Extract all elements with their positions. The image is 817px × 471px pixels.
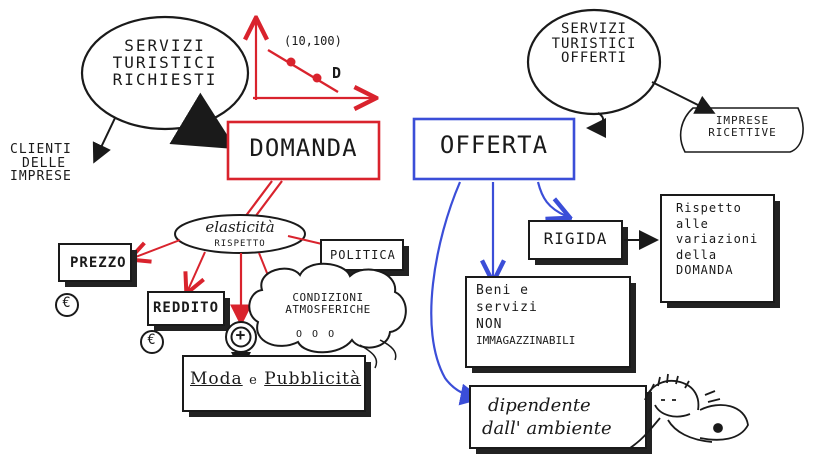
- demand-cloud-shape: [80, 15, 250, 164]
- rigid-note-line-2: alle: [676, 216, 709, 231]
- rigid-note-line-4: della: [676, 247, 718, 262]
- plus-symbol: +: [235, 325, 247, 344]
- goods-box: [465, 276, 636, 373]
- fashion-word-moda: Moda: [190, 369, 243, 389]
- rigid-note-line-1: Rispetto: [676, 201, 742, 215]
- weather-text: CONDIZIONI ATMOSFERICHE: [262, 292, 394, 315]
- rigid-note-line-3: variazioni: [676, 232, 759, 247]
- graph-point-label: (10,100): [284, 34, 342, 48]
- supply-cloud-line-3: OFFERTI: [560, 50, 627, 67]
- environment-line-1: dipendente: [488, 395, 591, 416]
- fashion-word-e: e: [249, 373, 258, 388]
- prezzo-label: PREZZO: [70, 255, 127, 271]
- rigida-label: RIGIDA: [543, 229, 608, 248]
- demand-cloud-line-1: SERVIZI: [124, 36, 206, 55]
- goods-text: Beni e servizi NON IMMAGAZZINABILI: [476, 283, 575, 348]
- supply-cloud-text: SERVIZI TURISTICI OFFERTI: [538, 22, 650, 66]
- imprese-line-2: RICETTIVE: [708, 125, 777, 139]
- goods-line-3: NON: [476, 316, 503, 332]
- reddito-box: [147, 291, 230, 331]
- clients-text: CLIENTI DELLE IMPRESE: [10, 143, 72, 184]
- demand-cloud-line-3: RICHIESTI: [112, 69, 218, 89]
- reddito-euro-symbol: €: [147, 332, 157, 348]
- prezzo-euro-symbol: €: [62, 295, 72, 311]
- graph-curve-label: D: [332, 64, 343, 82]
- goods-line-4: IMMAGAZZINABILI: [476, 333, 576, 347]
- sleeping-figure-doodle: [629, 373, 749, 449]
- domanda-box: [226, 120, 381, 181]
- elasticity-sub-label: RISPETTO: [214, 239, 266, 249]
- fashion-word-pubblicita: Pubblicità: [264, 369, 362, 389]
- rigid-note-line-5: DOMANDA: [676, 263, 734, 278]
- environment-line-2: dall' ambiente: [482, 418, 612, 440]
- environment-box: [469, 385, 652, 454]
- fashion-box: [182, 355, 371, 417]
- graph-point-2: [312, 73, 322, 83]
- politica-label: POLITICA: [330, 248, 396, 262]
- weather-dots: o o o: [296, 329, 337, 340]
- goods-line-1: Beni e: [476, 283, 529, 298]
- plus-badge: [225, 321, 257, 353]
- weather-cloud: [248, 262, 407, 369]
- demand-cloud-text: SERVIZI TURISTICI RICHIESTI: [100, 36, 230, 89]
- rigid-note-text: Rispetto alle variazioni della DOMANDA: [676, 201, 758, 279]
- demand-cloud-line-2: TURISTICI: [112, 52, 218, 72]
- reddito-label: REDDITO: [153, 300, 220, 316]
- rigida-box: [528, 220, 628, 265]
- clients-line-3: IMPRESE: [10, 169, 72, 185]
- weather-line-2: ATMOSFERICHE: [285, 302, 371, 316]
- imprese-line-1: IMPRESE: [715, 114, 770, 127]
- domanda-title: DOMANDA: [249, 134, 358, 162]
- imprese-ricettive-text: IMPRESE RICETTIVE: [690, 115, 795, 138]
- fashion-text: Moda e Pubblicità: [190, 369, 362, 389]
- clients-line-1: CLIENTI: [10, 142, 72, 157]
- offerta-title: OFFERTA: [439, 131, 549, 159]
- weather-line-1: CONDIZIONI: [292, 291, 364, 304]
- reddito-euro-coin: [140, 330, 164, 354]
- prezzo-euro-coin: [55, 293, 79, 317]
- rigid-note-box: [660, 194, 780, 308]
- supply-cloud-line-2: TURISTICI: [551, 35, 637, 52]
- supply-cloud-line-1: SERVIZI: [560, 21, 627, 37]
- environment-text: dipendente dall' ambiente: [482, 394, 612, 441]
- demand-graph: [253, 22, 372, 100]
- supply-cloud-shape: [526, 8, 716, 138]
- goods-line-2: servizi: [476, 299, 538, 315]
- offerta-box: [412, 117, 576, 181]
- clients-line-2: DELLE: [22, 155, 67, 171]
- elasticity-label: elasticità: [205, 218, 275, 236]
- graph-point-1: [286, 57, 296, 67]
- imprese-ricettive-shape: [679, 107, 804, 153]
- prezzo-box: [58, 243, 137, 287]
